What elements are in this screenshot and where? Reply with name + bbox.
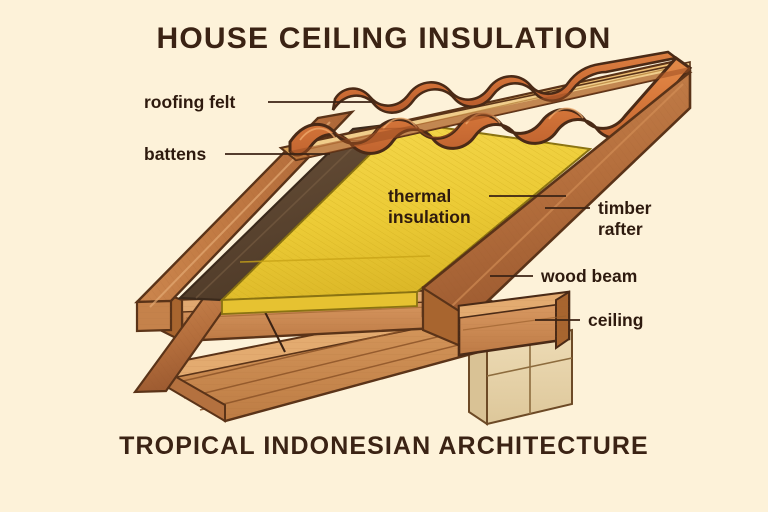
timber-rafter-right (421, 69, 692, 352)
label-ceiling: ceiling (588, 310, 644, 330)
page-title: HOUSE CEILING INSULATION (156, 22, 612, 55)
ceiling-beam-right (457, 290, 571, 357)
label-timber-rafter: timber rafter (598, 198, 652, 240)
label-roofing-felt: roofing felt (144, 92, 236, 112)
label-battens: battens (144, 144, 207, 164)
leader-lines (225, 101, 590, 321)
thermal-insulation-batt (219, 120, 593, 315)
page-subtitle: TROPICAL INDONESIAN ARCHITECTURE (119, 432, 649, 460)
label-wood-beam: wood beam (541, 266, 638, 286)
detail-tick-mark (264, 311, 286, 353)
label-thermal-insulation: thermal insulation (388, 186, 471, 228)
